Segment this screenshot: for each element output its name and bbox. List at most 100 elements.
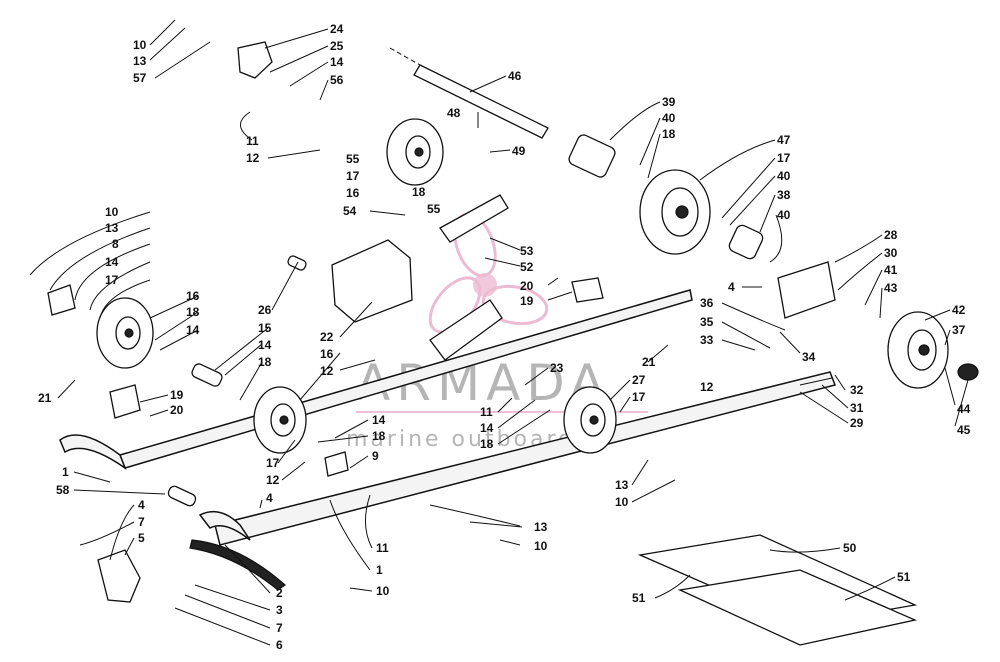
callout-label: 22 xyxy=(320,330,334,344)
leader-lines xyxy=(29,19,969,646)
callout-label: 46 xyxy=(508,69,522,83)
callout-label: 17 xyxy=(266,456,280,470)
callout-label: 32 xyxy=(850,383,864,397)
callout-label: 10 xyxy=(534,539,548,553)
axle-centerline xyxy=(389,47,421,66)
callout-label: 18 xyxy=(480,437,494,451)
callout-label: 12 xyxy=(266,473,280,487)
callout-label: 9 xyxy=(372,449,379,463)
spacer-15 xyxy=(191,363,223,387)
block-19-left xyxy=(109,384,141,419)
callout-label: 50 xyxy=(843,541,857,555)
wheel-16-left xyxy=(96,297,154,369)
callout-label: 21 xyxy=(38,391,52,405)
callout-label: 14 xyxy=(480,421,494,435)
callout-label: 18 xyxy=(372,429,386,443)
callout-label: 12 xyxy=(320,364,334,378)
callout-label: 14 xyxy=(258,338,272,352)
callout-label: 51 xyxy=(632,591,646,605)
link-arm-top xyxy=(439,194,509,243)
callout-label: 16 xyxy=(186,289,200,303)
callout-label: 55 xyxy=(346,152,360,166)
callout-label: 27 xyxy=(632,373,646,387)
callout-label: 42 xyxy=(952,303,966,317)
callout-label: 14 xyxy=(372,413,386,427)
callout-label: 1 xyxy=(376,563,383,577)
callout-label: 3 xyxy=(276,603,283,617)
callout-label: 52 xyxy=(520,260,534,274)
callout-label: 44 xyxy=(957,402,971,416)
callout-label: 8 xyxy=(112,237,119,251)
rail-lower xyxy=(214,371,837,546)
callout-label: 55 xyxy=(427,202,441,216)
callout-label: 10 xyxy=(615,495,629,509)
callout-label: 51 xyxy=(897,570,911,584)
callout-label: 18 xyxy=(186,305,200,319)
callout-label: 11 xyxy=(480,405,493,419)
callout-label: 34 xyxy=(802,350,816,364)
axle-shaft xyxy=(413,64,549,139)
callout-label: 19 xyxy=(170,388,184,402)
wheel-27-right xyxy=(563,386,617,454)
callout-label: 23 xyxy=(550,361,564,375)
callout-label: 11 xyxy=(376,541,389,555)
callout-label: 31 xyxy=(850,401,864,415)
part-labels: 10 13 57 24 25 14 56 11 12 46 48 49 55 1… xyxy=(38,22,971,652)
callout-label: 41 xyxy=(884,263,898,277)
callout-label: 53 xyxy=(520,244,534,258)
callout-label: 20 xyxy=(170,403,184,417)
rail-front-curve-upper xyxy=(59,434,127,471)
callout-label: 17 xyxy=(632,390,646,404)
callout-label: 6 xyxy=(276,638,283,652)
callout-label: 16 xyxy=(346,186,360,200)
callout-label: 37 xyxy=(952,323,966,337)
block-8 xyxy=(47,284,76,316)
callout-label: 14 xyxy=(330,55,344,69)
callout-label: 25 xyxy=(330,39,344,53)
callout-label: 13 xyxy=(105,221,119,235)
arm-assembly xyxy=(429,299,503,361)
callout-label: 54 xyxy=(343,204,357,218)
stop-block-5 xyxy=(97,549,141,603)
callout-label: 16 xyxy=(320,347,334,361)
callout-label: 35 xyxy=(700,315,714,329)
callout-label: 10 xyxy=(376,584,390,598)
callout-label: 28 xyxy=(884,228,898,242)
clip-9 xyxy=(324,451,349,477)
spacer-38 xyxy=(728,224,764,260)
callout-label: 7 xyxy=(138,515,145,529)
callout-label: 56 xyxy=(330,73,344,87)
part-drawings xyxy=(47,41,979,646)
rail-front-curve-lower xyxy=(198,510,251,541)
callout-label: 49 xyxy=(512,144,526,158)
bracket-28 xyxy=(777,261,836,319)
callout-label: 40 xyxy=(662,111,676,125)
callout-label: 12 xyxy=(700,380,714,394)
callout-label: 2 xyxy=(276,586,283,600)
callout-label: 58 xyxy=(56,483,70,497)
callout-label: 13 xyxy=(133,54,147,68)
callout-label: 7 xyxy=(276,621,283,635)
callout-label: 10 xyxy=(105,205,119,219)
callout-label: 38 xyxy=(777,188,791,202)
callout-label: 12 xyxy=(246,151,260,165)
callout-label: 13 xyxy=(615,478,629,492)
wheel-42-rear xyxy=(887,311,979,389)
callout-label: 18 xyxy=(258,355,272,369)
callout-label: 15 xyxy=(258,321,272,335)
wheel-16-top xyxy=(386,118,444,186)
callout-label: 17 xyxy=(777,151,791,165)
callout-label: 14 xyxy=(105,255,119,269)
callout-label: 40 xyxy=(777,169,791,183)
callout-label: 19 xyxy=(520,294,534,308)
callout-label: 48 xyxy=(447,106,461,120)
callout-label: 10 xyxy=(133,38,147,52)
track-section-lower xyxy=(677,569,918,646)
callout-label: 11 xyxy=(246,134,259,148)
callout-label: 36 xyxy=(700,296,714,310)
callout-label: 1 xyxy=(62,465,69,479)
wheel-16-middle xyxy=(253,386,307,454)
callout-label: 4 xyxy=(266,491,273,505)
callout-label: 30 xyxy=(884,246,898,260)
